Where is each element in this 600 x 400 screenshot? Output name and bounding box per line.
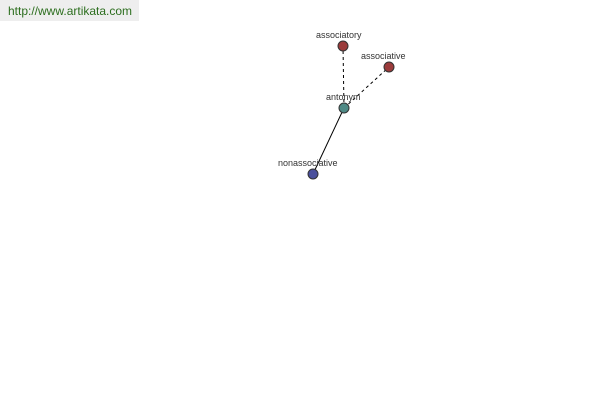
node-associatory[interactable]: associatory [316,30,362,52]
edge-antonym-nonassociative [312,107,345,175]
node-antonym-label: antonym [326,92,361,102]
edge-antonym-associatory [342,45,345,109]
source-link[interactable]: http://www.artikata.com [8,4,133,18]
node-antonym-dot[interactable] [338,102,350,114]
node-associative-dot[interactable] [383,61,395,73]
node-associative[interactable]: associative [361,51,406,73]
node-nonassociative-dot[interactable] [307,168,319,180]
node-associatory-label: associatory [316,30,362,40]
node-associatory-dot[interactable] [337,40,349,52]
edge-antonym-associative [343,66,390,109]
node-nonassociative[interactable]: nonassociative [278,158,338,180]
source-bar: http://www.artikata.com [0,0,139,21]
node-nonassociative-label: nonassociative [278,158,338,168]
node-antonym[interactable]: antonym [326,92,361,114]
node-associative-label: associative [361,51,406,61]
